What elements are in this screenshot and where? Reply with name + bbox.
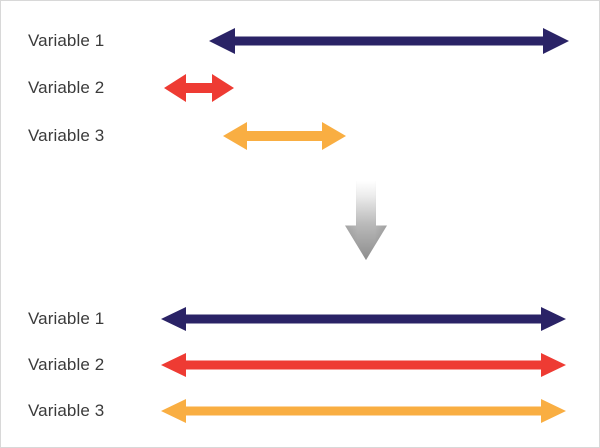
before-scaling-panel: Variable 1 Variable 2 Variable 3 xyxy=(1,1,599,171)
before-arrow-variable-3 xyxy=(223,122,346,150)
before-arrow-variable-2 xyxy=(164,74,234,102)
after-row-variable-2: Variable 2 xyxy=(1,345,599,385)
after-arrow-variable-3 xyxy=(161,399,566,423)
before-row-variable-3: Variable 3 xyxy=(1,116,599,156)
before-row-variable-1: Variable 1 xyxy=(1,21,599,61)
before-arrow-variable-1 xyxy=(209,28,569,54)
after-arrow-variable-2 xyxy=(161,353,566,377)
before-label-variable-3: Variable 3 xyxy=(28,126,105,145)
after-scaling-panel: Variable 1 Variable 2 Variable 3 xyxy=(1,289,599,447)
before-row-variable-2: Variable 2 xyxy=(1,68,599,108)
down-arrow-icon xyxy=(345,181,387,261)
before-label-variable-1: Variable 1 xyxy=(28,31,105,50)
after-arrow-variable-1 xyxy=(161,307,566,331)
after-label-variable-3: Variable 3 xyxy=(28,401,105,420)
after-row-variable-3: Variable 3 xyxy=(1,391,599,431)
after-label-variable-2: Variable 2 xyxy=(28,355,105,374)
before-label-variable-2: Variable 2 xyxy=(28,78,105,97)
after-row-variable-1: Variable 1 xyxy=(1,299,599,339)
after-label-variable-1: Variable 1 xyxy=(28,309,105,328)
